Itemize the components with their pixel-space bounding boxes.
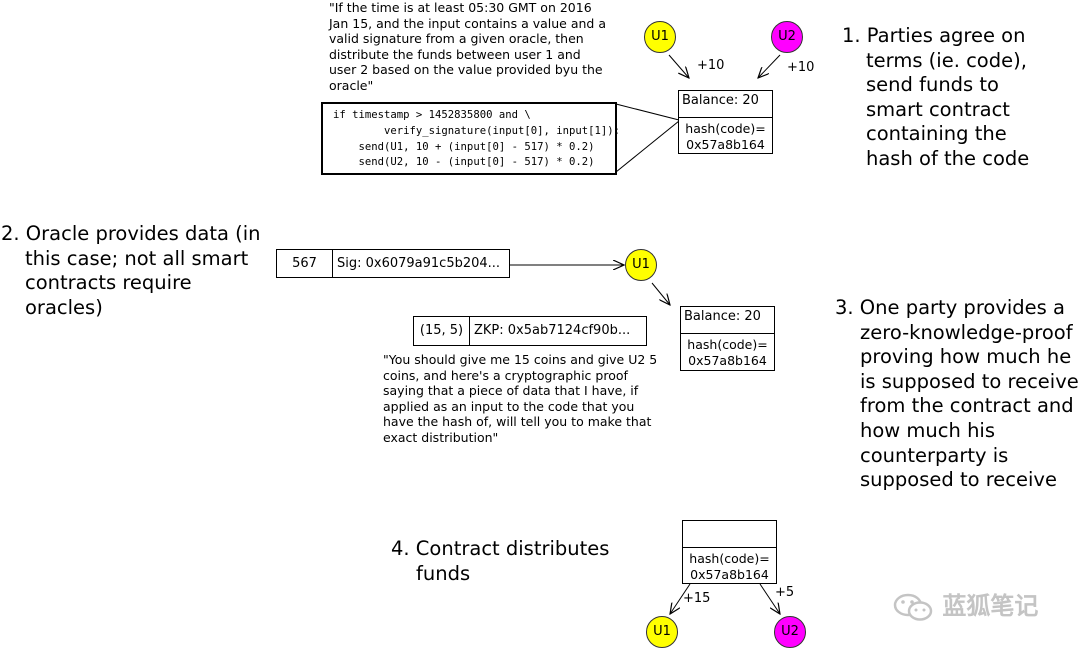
contract-hash: hash(code)=0x57a8b164: [689, 551, 770, 582]
user-1-circle-top: U1: [644, 21, 676, 53]
contract-balance: Balance: 20: [681, 307, 774, 334]
u1-deposit-arrow: [668, 54, 689, 78]
u1-deposit-amount: +10: [697, 58, 725, 73]
zkp-value: (15, 5): [414, 317, 470, 345]
code-line: send(U1, 10 + (input[0] - 517) * 0.2): [333, 140, 595, 153]
u2-deposit-amount: +10: [787, 60, 815, 75]
payout-u2-arrow: [759, 583, 780, 614]
payout-u1-arrow: [670, 583, 691, 614]
watermark-text: 蓝狐笔记: [942, 592, 1039, 620]
zkp-message-box: (15, 5) ZKP: 0x5ab7124cf90b...: [413, 316, 647, 346]
oracle-signature: Sig: 0x6079a91c5b204...: [337, 256, 501, 271]
zkp-proof: ZKP: 0x5ab7124cf90b...: [474, 323, 631, 338]
contract-balance: Balance: 20: [679, 91, 772, 118]
step-4-text: 4. Contract distributes funds: [391, 537, 610, 585]
user-2-circle-bottom: U2: [774, 616, 806, 648]
contract-box-1: Balance: 20 hash(code)=0x57a8b164: [678, 90, 773, 154]
u1-payout-amount: +15: [683, 591, 711, 606]
contract-balance-empty: [683, 521, 776, 548]
contract-box-2: Balance: 20 hash(code)=0x57a8b164: [680, 306, 775, 371]
watermark: 蓝狐笔记: [892, 586, 1038, 622]
step-1-text: 1. Parties agree on terms (ie. code), se…: [842, 24, 1030, 170]
contract-hash: hash(code)=0x57a8b164: [687, 337, 768, 368]
code-line: if timestamp > 1452835800 and \: [333, 109, 531, 121]
code-to-contract-line-top: [615, 103, 680, 121]
code-to-contract-line-bottom: [615, 120, 680, 173]
step-2-text: 2. Oracle provides data (in this case; n…: [1, 222, 261, 319]
u1-to-contract-arrow: [651, 282, 670, 305]
code-box: if timestamp > 1452835800 and \ verify_s…: [321, 102, 621, 175]
contract-terms-quote: "If the time is at least 05:30 GMT on 20…: [329, 0, 606, 93]
oracle-message-box: 567 Sig: 0x6079a91c5b204...: [276, 249, 510, 278]
u2-payout-amount: +5: [775, 585, 795, 600]
zkp-quote: "You should give me 15 coins and give U2…: [383, 352, 658, 445]
wechat-icon: [893, 593, 933, 621]
code-line: send(U2, 10 - (input[0] - 517) * 0.2): [333, 156, 595, 169]
user-2-circle-top: U2: [771, 21, 803, 53]
oracle-value: 567: [277, 250, 333, 277]
code-line: verify_signature(input[0], input[1]):: [333, 124, 621, 137]
contract-box-3: hash(code)=0x57a8b164: [682, 520, 777, 584]
contract-hash: hash(code)=0x57a8b164: [685, 121, 766, 152]
step-3-text: 3. One party provides a zero-knowledge-p…: [835, 296, 1079, 492]
u2-deposit-arrow: [758, 54, 781, 78]
user-1-circle-bottom: U1: [646, 616, 678, 648]
user-1-circle-middle: U1: [625, 249, 657, 281]
